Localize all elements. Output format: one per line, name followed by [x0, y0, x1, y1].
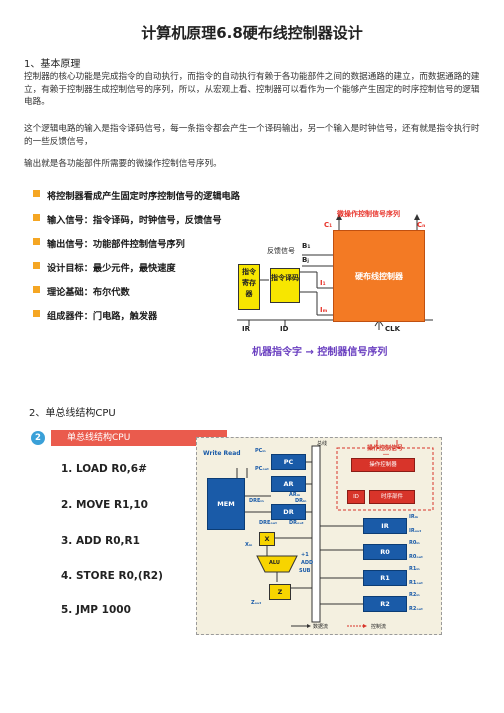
- instruction-item: 3. ADD R0,R1: [61, 535, 140, 547]
- r1-out-signal: R1ₒᵤₜ: [409, 580, 423, 586]
- b1-label: B₁: [302, 242, 311, 250]
- im-label: Iₘ: [320, 306, 328, 314]
- bj-label: Bⱼ: [302, 256, 309, 264]
- paragraph-1: 控制器的核心功能是完成指令的自动执行，而指令的自动执行有赖于各功能部件之间的数据…: [24, 72, 480, 107]
- paragraph-3: 输出就是各功能部件所需要的微操作控制信号序列。: [24, 159, 222, 169]
- z-out-signal: Zₒᵤₜ: [251, 600, 262, 606]
- bullet-square-icon: [33, 310, 40, 317]
- single-bus-cpu-diagram: 总线 操作控制信号 … 操作控制器 ID 时序部件 Write Read MEM…: [196, 437, 442, 635]
- ar-register: AR: [271, 476, 306, 492]
- legend-control-flow: 控制流: [371, 624, 387, 630]
- plus1-signal: +1: [301, 552, 309, 558]
- cpu-bus-lines: [236, 440, 434, 628]
- bullet-item: 理论基础：布尔代数: [33, 284, 240, 308]
- x-register: X: [259, 532, 275, 546]
- instruction-register-box: 指令寄存器: [238, 264, 260, 310]
- bullet-square-icon: [33, 238, 40, 245]
- bus-label: 总线: [317, 441, 328, 447]
- dre-in-signal: DREᵢₙ: [249, 498, 264, 504]
- pc-register: PC: [271, 454, 306, 470]
- ir-out-signal: IRₒᵤₜ: [409, 528, 422, 534]
- hardwired-controller-figure: 将控制器看成产生固定时序控制信号的逻辑电路 输入信号：指令译码，时钟信号，反馈信…: [27, 180, 433, 358]
- bullet-item: 设计目标：最少元件，最快速度: [33, 260, 240, 284]
- dr-in-signal: DRᵢₙ: [295, 498, 307, 504]
- instruction-item: 4. STORE R0,(R2): [61, 570, 163, 582]
- bullet-square-icon: [33, 286, 40, 293]
- instruction-item: 1. LOAD R0,6#: [61, 463, 147, 475]
- dr-out-signal: DRₒᵤₜ: [289, 520, 304, 526]
- id-label: ID: [280, 325, 289, 333]
- timing-unit-box: 时序部件: [369, 490, 415, 504]
- paragraph-2: 这个逻辑电路的输入是指令译码信号，每一条指令都会产生一个译码输出，另一个输入是时…: [24, 124, 480, 147]
- feedback-label: 反馈信号: [267, 247, 295, 255]
- i1-label: I₁: [320, 279, 326, 287]
- instruction-item: 5. JMP 1000: [61, 604, 131, 616]
- micro-op-signal-title: 微操作控制信号序列: [337, 210, 400, 218]
- r0-out-signal: R0ₒᵤₜ: [409, 554, 423, 560]
- instruction-decoder-box: 指令译码: [270, 268, 300, 303]
- r1-in-signal: R1ᵢₙ: [409, 566, 420, 572]
- id-box: ID: [347, 490, 365, 504]
- ir-register: IR: [363, 518, 407, 534]
- bullet-square-icon: [33, 214, 40, 221]
- legend-data-flow: 数据流: [313, 624, 329, 630]
- pc-in-signal: PCᵢₙ: [255, 448, 266, 454]
- bullet-item: 输入信号：指令译码，时钟信号，反馈信号: [33, 212, 240, 236]
- page-title: 计算机原理6.8硬布线控制器设计: [141, 24, 363, 42]
- section-heading-basic: 1、基本原理: [24, 59, 81, 70]
- hardwired-controller-box: 硬布线控制器: [333, 230, 425, 322]
- sub-signal: SUB: [299, 568, 311, 574]
- r0-in-signal: R0ᵢₙ: [409, 540, 420, 546]
- x-in-signal: Xᵢₙ: [245, 542, 253, 548]
- cn-label: Cₙ: [417, 221, 426, 229]
- op-signal-label: 操作控制信号: [367, 445, 404, 452]
- clk-label: CLK: [385, 325, 401, 333]
- instruction-item: 2. MOVE R1,10: [61, 499, 148, 511]
- r2-in-signal: R2ᵢₙ: [409, 592, 420, 598]
- bullet-square-icon: [33, 190, 40, 197]
- figure-caption: 机器指令字 → 控制器信号序列: [252, 347, 388, 358]
- ir-label: IR: [242, 325, 250, 333]
- r2-register: R2: [363, 596, 407, 612]
- section-heading-cpu: 2、单总线结构CPU: [29, 408, 116, 419]
- badge-number: 2: [31, 431, 45, 445]
- c1-label: C₁: [324, 221, 333, 229]
- ar-in-signal: ARᵢₙ: [289, 492, 301, 498]
- r0-register: R0: [363, 544, 407, 560]
- ir-in-signal: IRᵢₙ: [409, 514, 419, 520]
- mem-box: MEM: [207, 478, 245, 530]
- alu-label: ALU: [269, 560, 280, 566]
- badge-label: 单总线结构CPU: [51, 430, 227, 446]
- bullet-item: 将控制器看成产生固定时序控制信号的逻辑电路: [33, 188, 240, 212]
- bullet-item: 输出信号：功能部件控制信号序列: [33, 236, 240, 260]
- write-read-label: Write Read: [203, 450, 241, 457]
- r2-out-signal: R2ₒᵤₜ: [409, 606, 423, 612]
- dr-register: DR: [271, 504, 306, 520]
- op-controller-box: 操作控制器: [351, 458, 415, 472]
- z-register: Z: [269, 584, 291, 600]
- pc-out-signal: PCₒᵤₜ: [255, 466, 269, 472]
- dots-label: …: [383, 450, 389, 457]
- add-signal: ADD: [301, 560, 314, 566]
- r1-register: R1: [363, 570, 407, 586]
- bullet-list: 将控制器看成产生固定时序控制信号的逻辑电路 输入信号：指令译码，时钟信号，反馈信…: [33, 188, 240, 332]
- dre-out-signal: DREₒᵤₜ: [259, 520, 278, 526]
- bullet-square-icon: [33, 262, 40, 269]
- bullet-item: 组成器件：门电路，触发器: [33, 308, 240, 332]
